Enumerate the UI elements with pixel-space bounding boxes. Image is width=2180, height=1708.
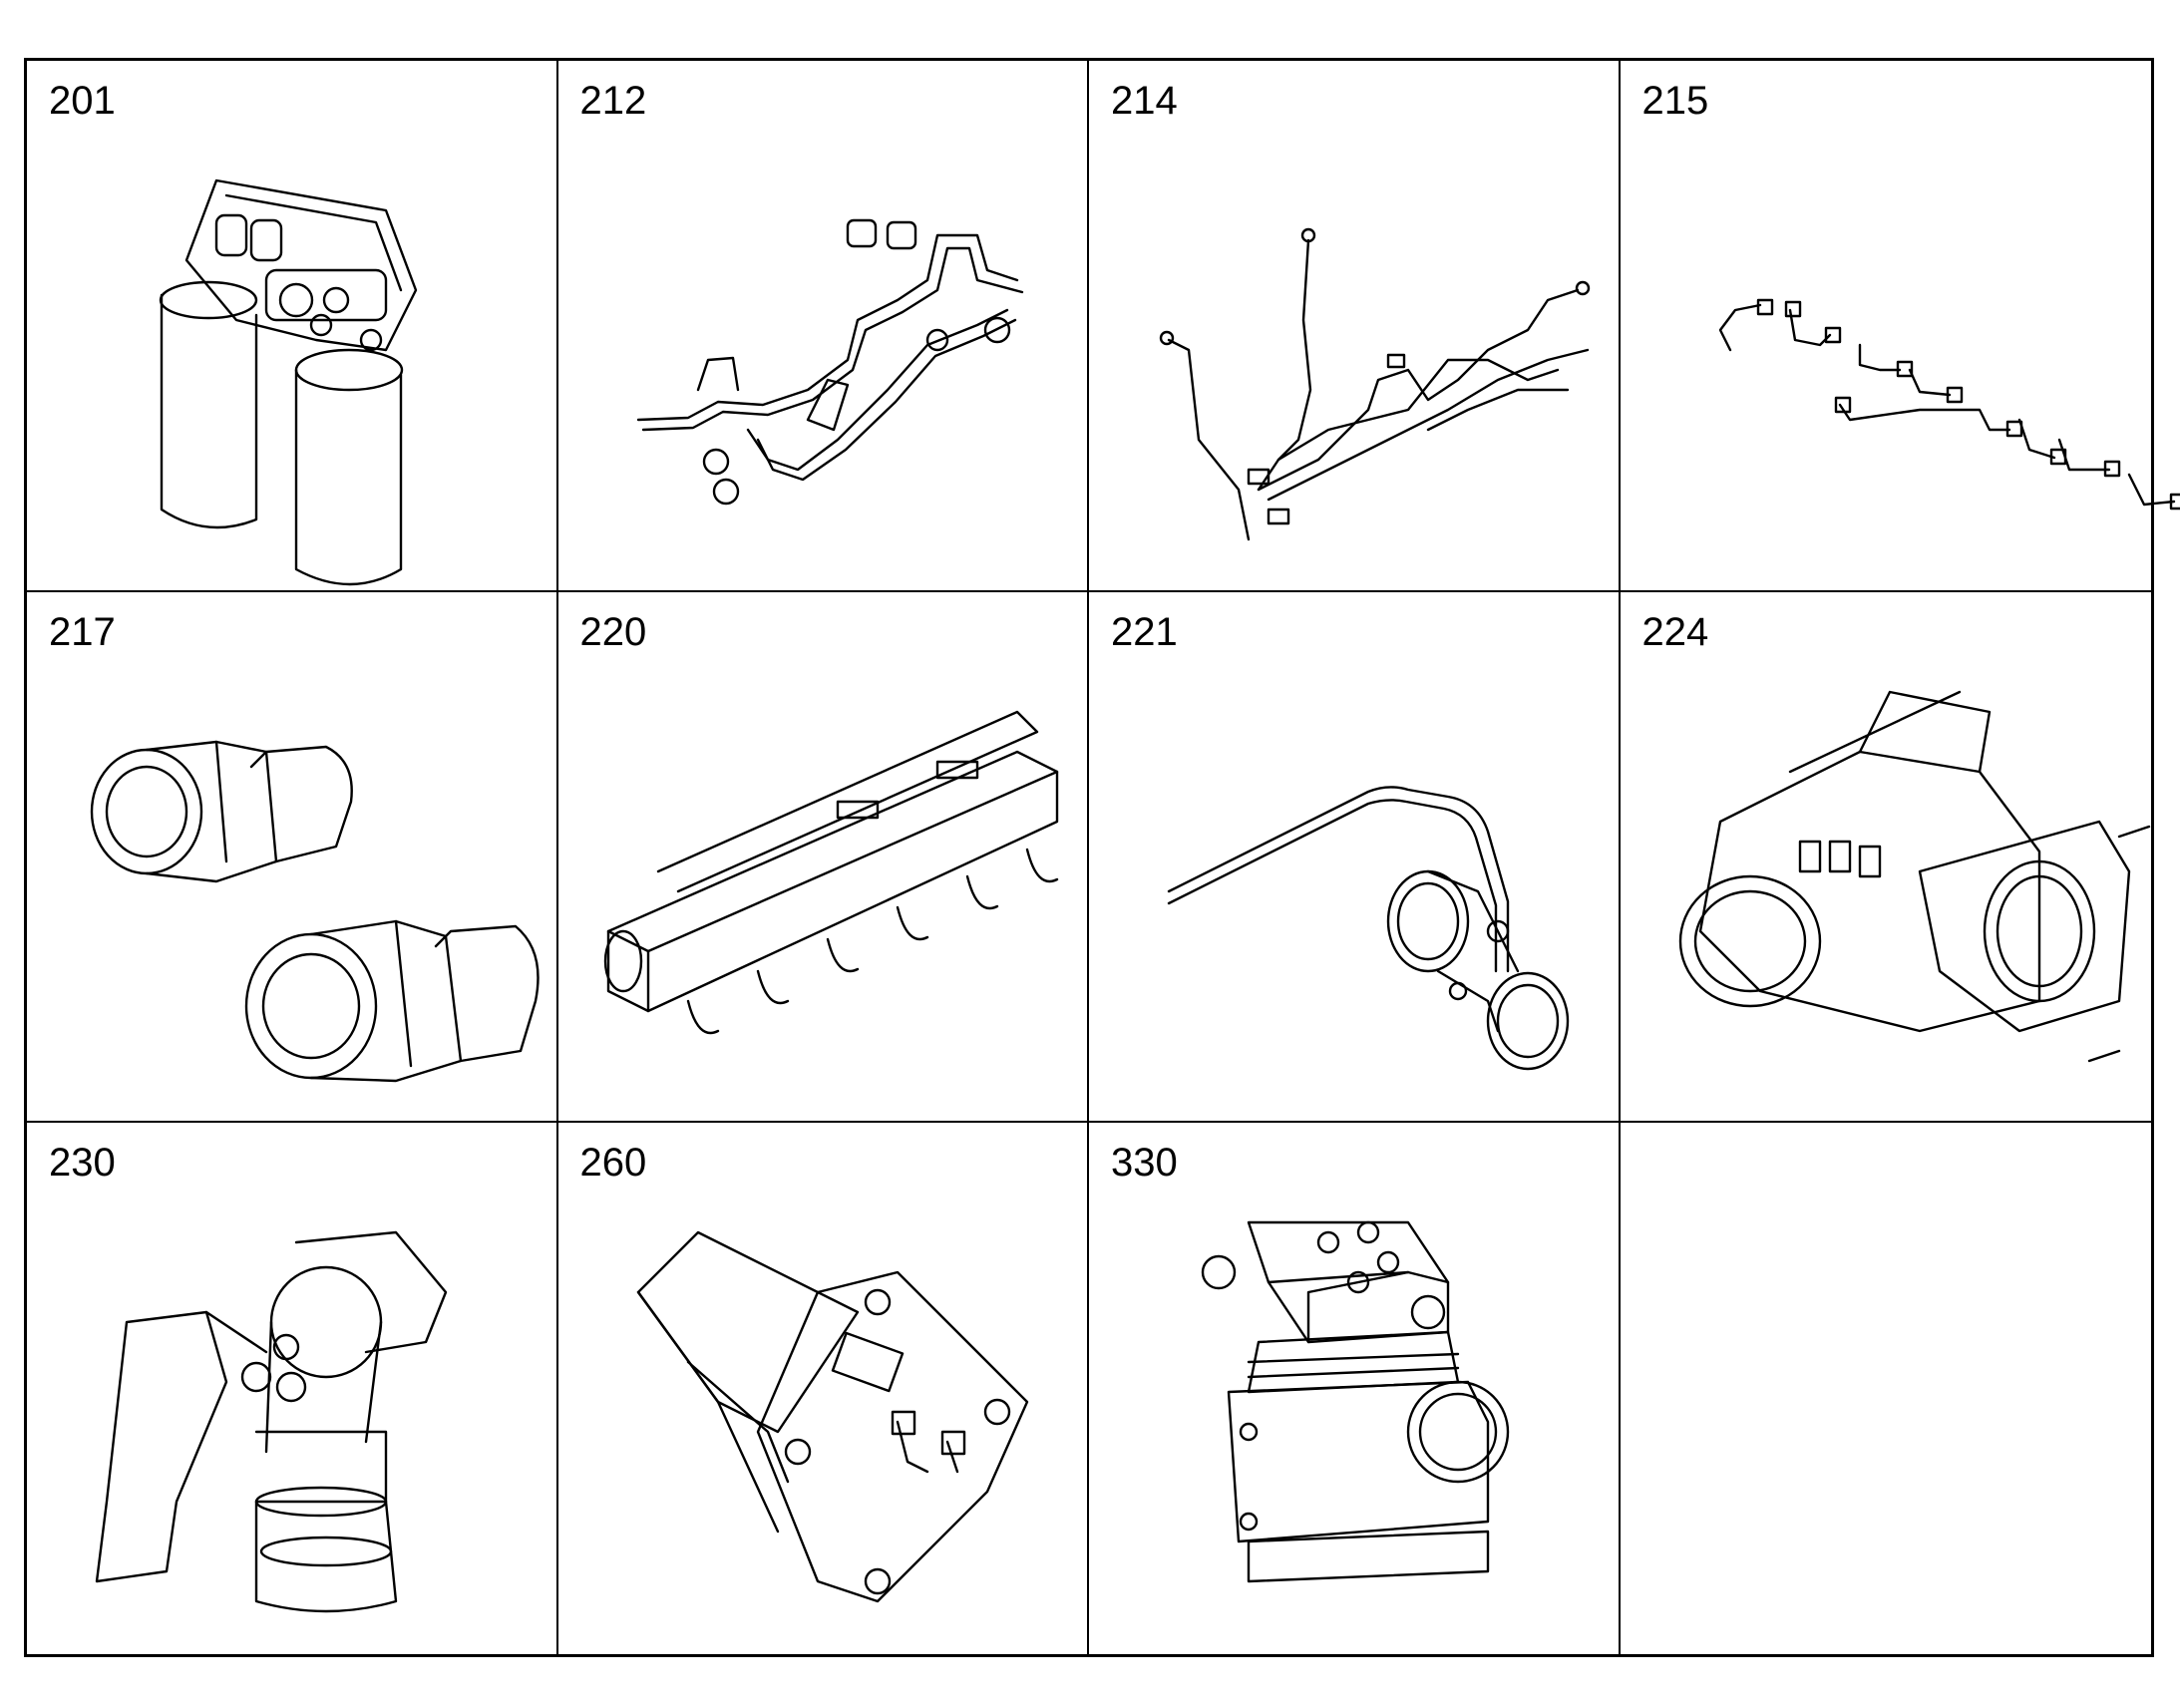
part-cell-221[interactable]: 221 (1089, 591, 1621, 1124)
wiring-tube-harness-icon (1129, 141, 1591, 559)
fuel-filter-assembly-icon (67, 141, 516, 586)
part-cell-220[interactable]: 220 (557, 591, 1089, 1124)
air-tube-with-clamp-icon (1129, 672, 1578, 1091)
part-number-label: 221 (1111, 609, 1178, 654)
part-number-label: 214 (1111, 79, 1178, 123)
part-cell-empty (1621, 1123, 2152, 1654)
part-cell-224[interactable]: 224 (1620, 592, 2151, 1124)
injector-lines-icon (1660, 141, 2180, 559)
intake-manifold-icon (598, 672, 1058, 1091)
fuel-line-manifold-icon (598, 141, 1047, 559)
part-cell-260[interactable]: 260 (558, 1123, 1089, 1654)
part-cell-217[interactable]: 217 (27, 591, 558, 1124)
mounting-bracket-module-icon (598, 1202, 1047, 1621)
thermostat-housing-icon (67, 1202, 516, 1621)
part-cell-201[interactable]: 201 (27, 61, 558, 592)
part-number-label: 220 (579, 609, 647, 654)
parts-index-grid: 201 212 (24, 58, 2180, 1657)
air-compressor-icon (1129, 1202, 1578, 1621)
part-cell-215[interactable]: 215 (1620, 61, 2180, 592)
part-number-label: 230 (49, 1141, 116, 1186)
part-number-label: 260 (579, 1141, 647, 1186)
part-number-label: 224 (1641, 609, 1709, 654)
part-number-label: 201 (49, 79, 116, 123)
part-number-label: 215 (1641, 79, 1709, 123)
part-cell-230[interactable]: 230 (27, 1123, 558, 1654)
part-cell-330[interactable]: 330 (1089, 1123, 1621, 1654)
part-cell-214[interactable]: 214 (1089, 61, 1621, 592)
part-number-label: 330 (1111, 1141, 1178, 1186)
throttle-body-actuator-icon (1660, 672, 2150, 1091)
pipe-fittings-icon (67, 672, 540, 1091)
part-number-label: 212 (579, 79, 647, 123)
part-number-label: 217 (49, 609, 116, 654)
part-cell-212[interactable]: 212 (557, 61, 1089, 592)
